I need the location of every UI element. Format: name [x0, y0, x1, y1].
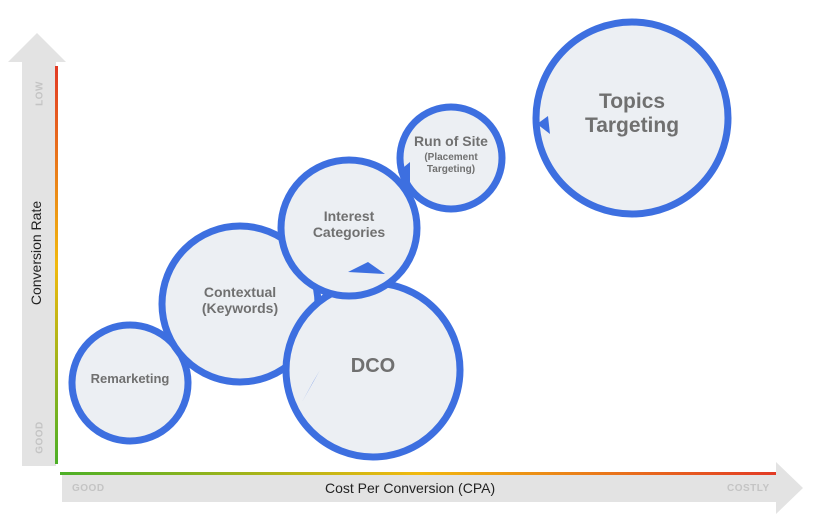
bubble-topics [532, 18, 732, 218]
y-axis-gradient-line [55, 66, 58, 464]
bubble-run-of-site-sublabel: (Placement Targeting) [424, 152, 478, 175]
bubble-topics-text: Topics Targeting [546, 90, 718, 138]
bubble-remarketing-label: Remarketing [90, 370, 170, 386]
bubble-run-of-site-label: Run of Site [414, 132, 488, 149]
y-axis-title: Conversion Rate [28, 200, 44, 306]
bubble-run-of-site [396, 103, 506, 213]
bubble-run-of-site-connector [398, 162, 410, 188]
bubble-interest-text: Interest Categories [291, 208, 407, 240]
bubble-remarketing [68, 321, 192, 445]
y-axis-arrow [8, 33, 66, 466]
bubble-interest [277, 156, 421, 300]
bubble-contextual-label: Contextual (Keywords) [201, 283, 279, 316]
x-axis-left-label: GOOD [72, 483, 105, 494]
bubbles-layer [68, 18, 732, 461]
y-axis-bottom-label: GOOD [34, 421, 46, 454]
x-axis-gradient-line [60, 472, 776, 475]
bubble-contextual-text: Contextual (Keywords) [172, 284, 308, 316]
x-axis-right-label: COSTLY [727, 483, 770, 494]
bubble-dco-label: DCO [350, 354, 396, 377]
x-axis-title: Cost Per Conversion (CPA) [325, 480, 496, 496]
bubble-dco-connector [302, 370, 320, 402]
bubble-interest-connector [348, 262, 385, 274]
y-axis-top-label: LOW [34, 81, 46, 106]
bubble-topics-connector [537, 116, 550, 134]
bubble-dco-text: DCO [296, 355, 450, 378]
bubble-interest-label: Interest Categories [312, 207, 386, 240]
bubble-topics-label: Topics Targeting [584, 89, 680, 137]
bubble-remarketing-text: Remarketing [82, 370, 178, 387]
bubble-run-of-site-text: Run of Site (Placement Targeting) [410, 133, 492, 175]
